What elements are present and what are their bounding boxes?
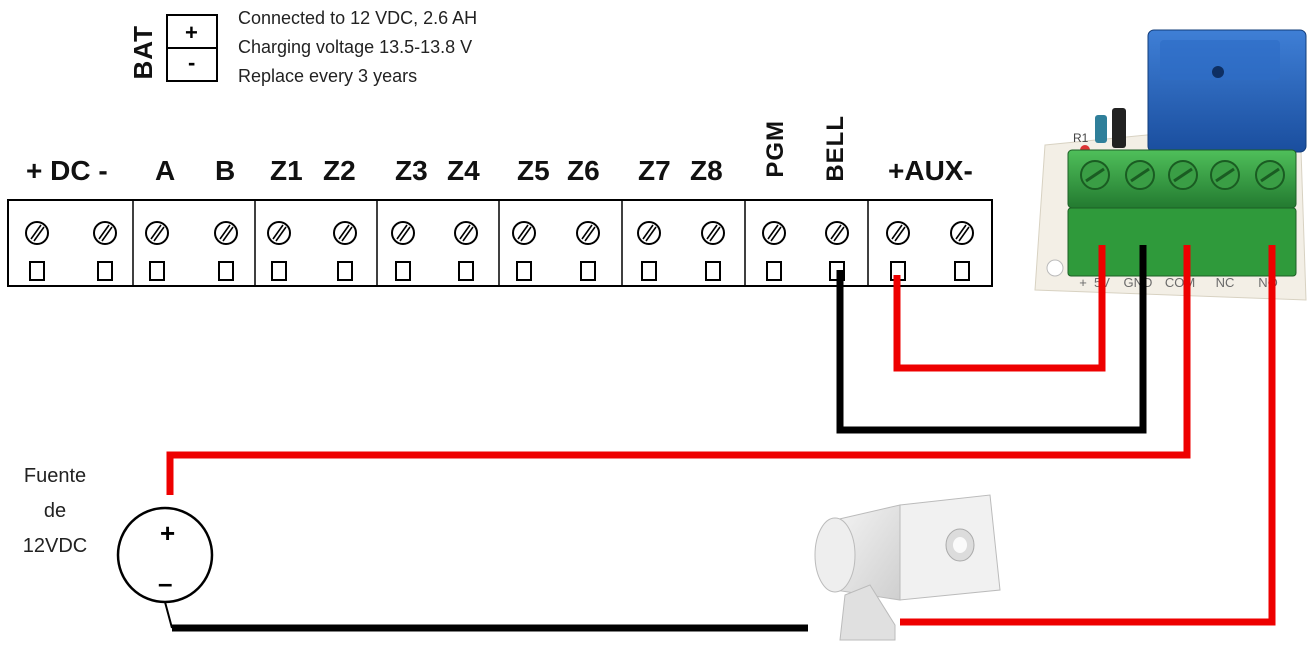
terminal-label-z5: Z5 bbox=[517, 155, 550, 186]
screw-terminal-icon bbox=[454, 221, 478, 281]
relay-module-icon: R1 bbox=[1034, 29, 1307, 301]
battery-minus-sign: - bbox=[188, 50, 196, 75]
power-source-line-2: de bbox=[43, 500, 67, 522]
battery-note-replace: Replace every 3 years bbox=[238, 66, 418, 86]
screw-terminal-icon bbox=[576, 221, 600, 281]
battery-label: BAT bbox=[128, 25, 158, 80]
terminal-label-z2: Z2 bbox=[323, 155, 356, 186]
battery-note-capacity: Connected to 12 VDC, 2.6 AH bbox=[238, 8, 478, 28]
relay-pin-label: COM bbox=[1165, 275, 1195, 290]
battery-plus-sign: + bbox=[185, 20, 198, 45]
terminal-label-z3: Z3 bbox=[395, 155, 428, 186]
screw-terminal-icon bbox=[333, 221, 357, 281]
power-source-minus: – bbox=[158, 568, 173, 598]
terminal-label-a: A bbox=[155, 155, 176, 186]
wires bbox=[166, 245, 1276, 632]
terminal-label-aux: +AUX- bbox=[888, 155, 973, 186]
relay-pin-label: NC bbox=[1216, 275, 1235, 290]
power-source-line-1: Fuente bbox=[23, 465, 87, 487]
screw-terminal-icon bbox=[93, 221, 117, 281]
terminal-label-z1: Z1 bbox=[270, 155, 303, 186]
screw-terminal-icon bbox=[267, 221, 291, 281]
relay-pin-label: GND bbox=[1124, 275, 1153, 290]
relay-component-label: R1 bbox=[1073, 131, 1089, 145]
siren-icon bbox=[814, 494, 1001, 641]
power-source-symbol bbox=[116, 506, 214, 629]
screw-terminal-icon bbox=[701, 221, 725, 281]
power-source-line-3: 12VDC bbox=[22, 535, 88, 557]
screw-terminal-icon bbox=[214, 221, 238, 281]
screw-terminal-icon bbox=[637, 221, 661, 281]
battery-note-charging: Charging voltage 13.5-13.8 V bbox=[238, 37, 473, 57]
relay-screw-slot bbox=[1260, 167, 1280, 183]
screw-terminal-icon bbox=[145, 221, 169, 281]
terminal-label-z8: Z8 bbox=[690, 155, 723, 186]
battery-symbol bbox=[166, 14, 218, 82]
screw-terminal-icon bbox=[762, 221, 786, 281]
relay-screw-slot bbox=[1130, 167, 1150, 183]
terminal-label-z7: Z7 bbox=[638, 155, 671, 186]
relay-screw-slot bbox=[1215, 167, 1235, 183]
terminal-label-z4: Z4 bbox=[447, 155, 480, 186]
power-source-plus: + bbox=[160, 518, 176, 548]
relay-screw-slot bbox=[1173, 167, 1193, 183]
terminal-label-b: B bbox=[215, 155, 236, 186]
relay-pin-label: + bbox=[1079, 275, 1087, 290]
screw-terminal-icon bbox=[512, 221, 536, 281]
terminal-strip bbox=[7, 199, 993, 287]
screw-terminal-icon bbox=[25, 221, 49, 281]
terminal-label-pgm: PGM bbox=[762, 120, 789, 178]
terminal-label-bell: BELL bbox=[822, 115, 849, 182]
screw-terminal-icon bbox=[391, 221, 415, 281]
terminal-label-z6: Z6 bbox=[567, 155, 600, 186]
terminal-label-dc: + DC - bbox=[26, 155, 108, 186]
relay-screw-slot bbox=[1085, 167, 1105, 183]
screw-terminal-icon bbox=[950, 221, 974, 281]
